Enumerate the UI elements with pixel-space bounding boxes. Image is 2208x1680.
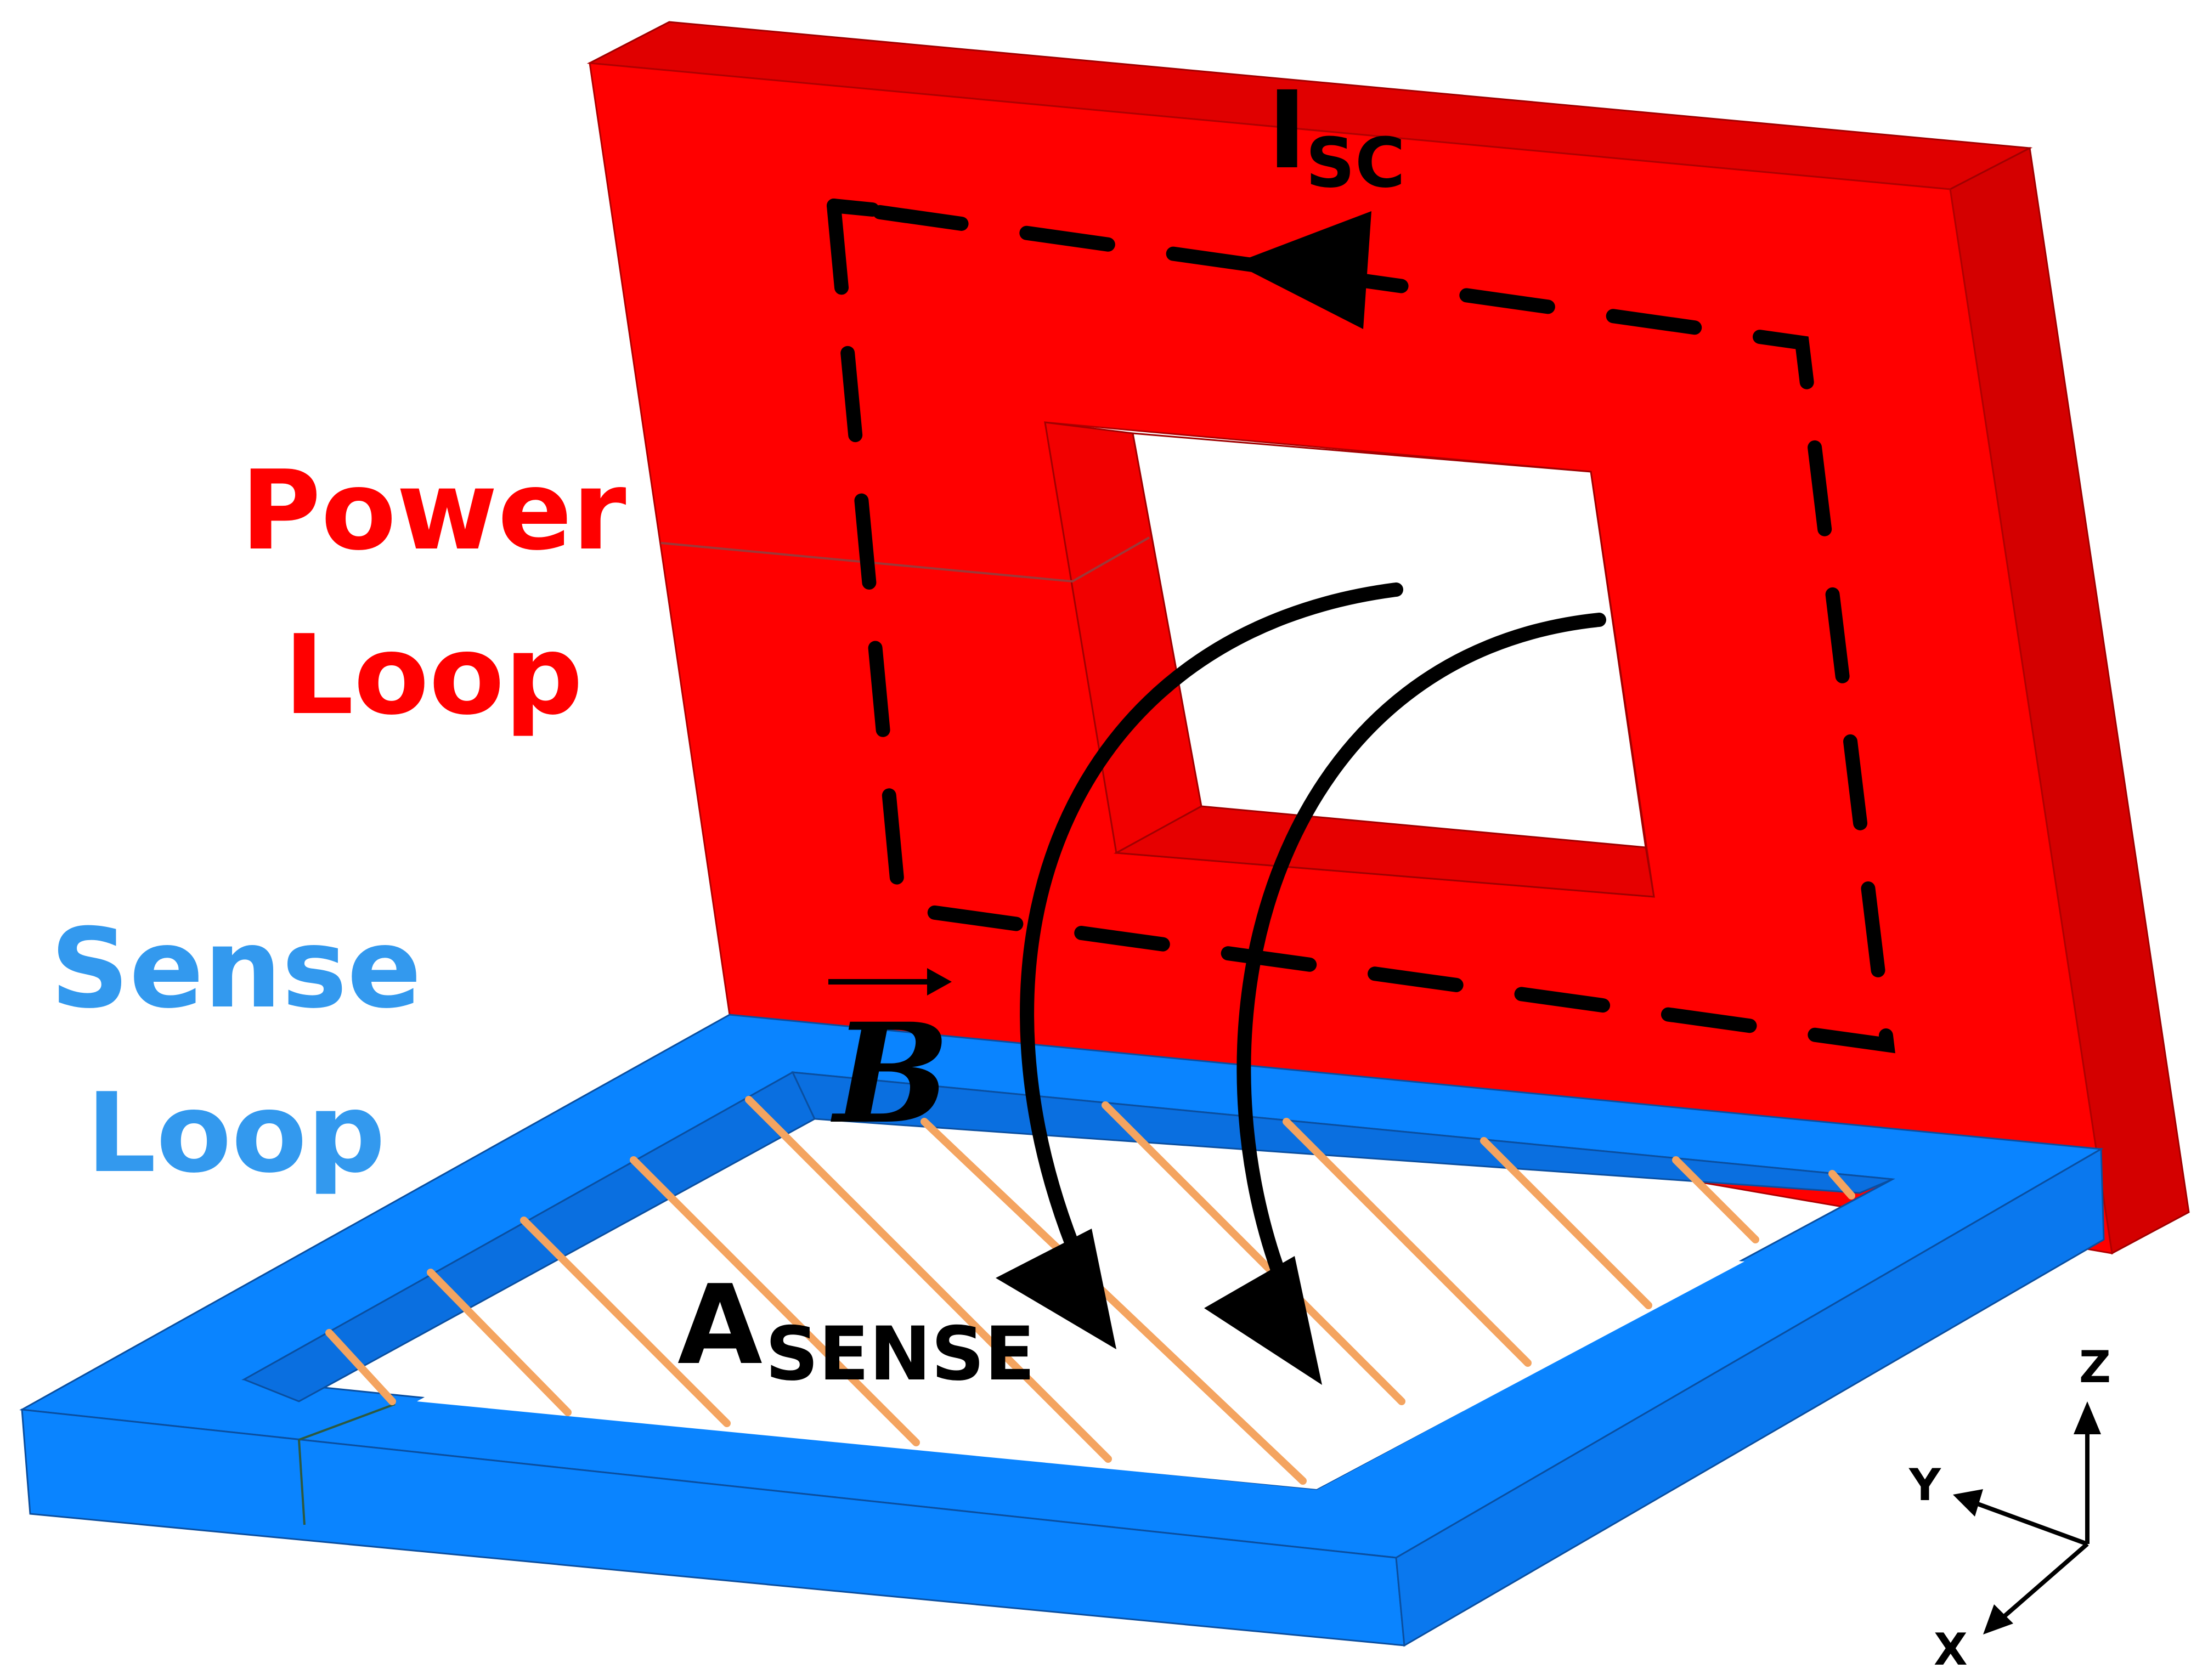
hatch-line (1672, 1156, 1759, 1243)
field-arrow-2 (1236, 613, 1606, 1293)
axis-z-label: Z (2079, 1342, 2111, 1393)
axis-y-line (1974, 1501, 2088, 1546)
hatch-line (520, 1217, 731, 1427)
current-path-corner (827, 199, 879, 217)
sense-loop-window (417, 1179, 1744, 1489)
field-arrow-2-head (1204, 1256, 1322, 1385)
current-path (827, 199, 1895, 1054)
field-arrow-1 (1020, 582, 1403, 1252)
area-label-subscript: SENSE (765, 1311, 1035, 1397)
sense-loop-right-face (1395, 1147, 2105, 1647)
power-loop-seam (660, 536, 1150, 583)
area-label: A (677, 1262, 763, 1389)
sense-loop-label: Sense (50, 905, 422, 1033)
hatch-line (1828, 1170, 1855, 1200)
field-arrows (996, 582, 1606, 1385)
current-arrow-head (1234, 211, 1371, 329)
sense-loop-seam-top (298, 1403, 396, 1441)
power-loop-window (1132, 432, 1647, 849)
sense-loop (19, 1014, 2105, 1647)
hatch-line (1283, 1118, 1532, 1367)
field-label-text: B (831, 993, 950, 1154)
current-label-subscript: SC (1306, 123, 1405, 203)
current-label: I (1267, 68, 1307, 193)
hatch-line (630, 1156, 920, 1446)
axis-x-arrowhead (1983, 1604, 2013, 1634)
axis-y-arrowhead (1953, 1489, 1983, 1517)
hatch-line (1480, 1137, 1652, 1309)
coordinate-axes (1953, 1401, 2101, 1634)
sense-loop-label-2: Loop (86, 1070, 385, 1197)
hatch-line (325, 1329, 396, 1405)
field-label: B (828, 968, 952, 1154)
hatch-line (427, 1269, 572, 1416)
current-path-dashed (827, 199, 1895, 1054)
field-vector-arrowhead (927, 968, 952, 995)
sense-area-hatch (325, 1096, 1855, 1485)
sense-loop-seam (298, 1439, 306, 1525)
axis-z-arrowhead (2074, 1401, 2101, 1434)
field-arrow-1-head (996, 1229, 1116, 1349)
power-loop-label: Power (240, 447, 626, 575)
hatch-line (921, 1118, 1307, 1485)
hatch-line (745, 1096, 1112, 1463)
axis-x-label: X (1934, 1624, 1968, 1675)
power-loop-label-2: Loop (284, 612, 583, 739)
power-loop (586, 21, 2190, 1255)
sense-loop-inner-back-bevel (791, 1071, 1893, 1194)
axis-x-line (2001, 1542, 2089, 1620)
axis-y-label: Y (1908, 1460, 1941, 1511)
hatch-line (1102, 1101, 1405, 1405)
